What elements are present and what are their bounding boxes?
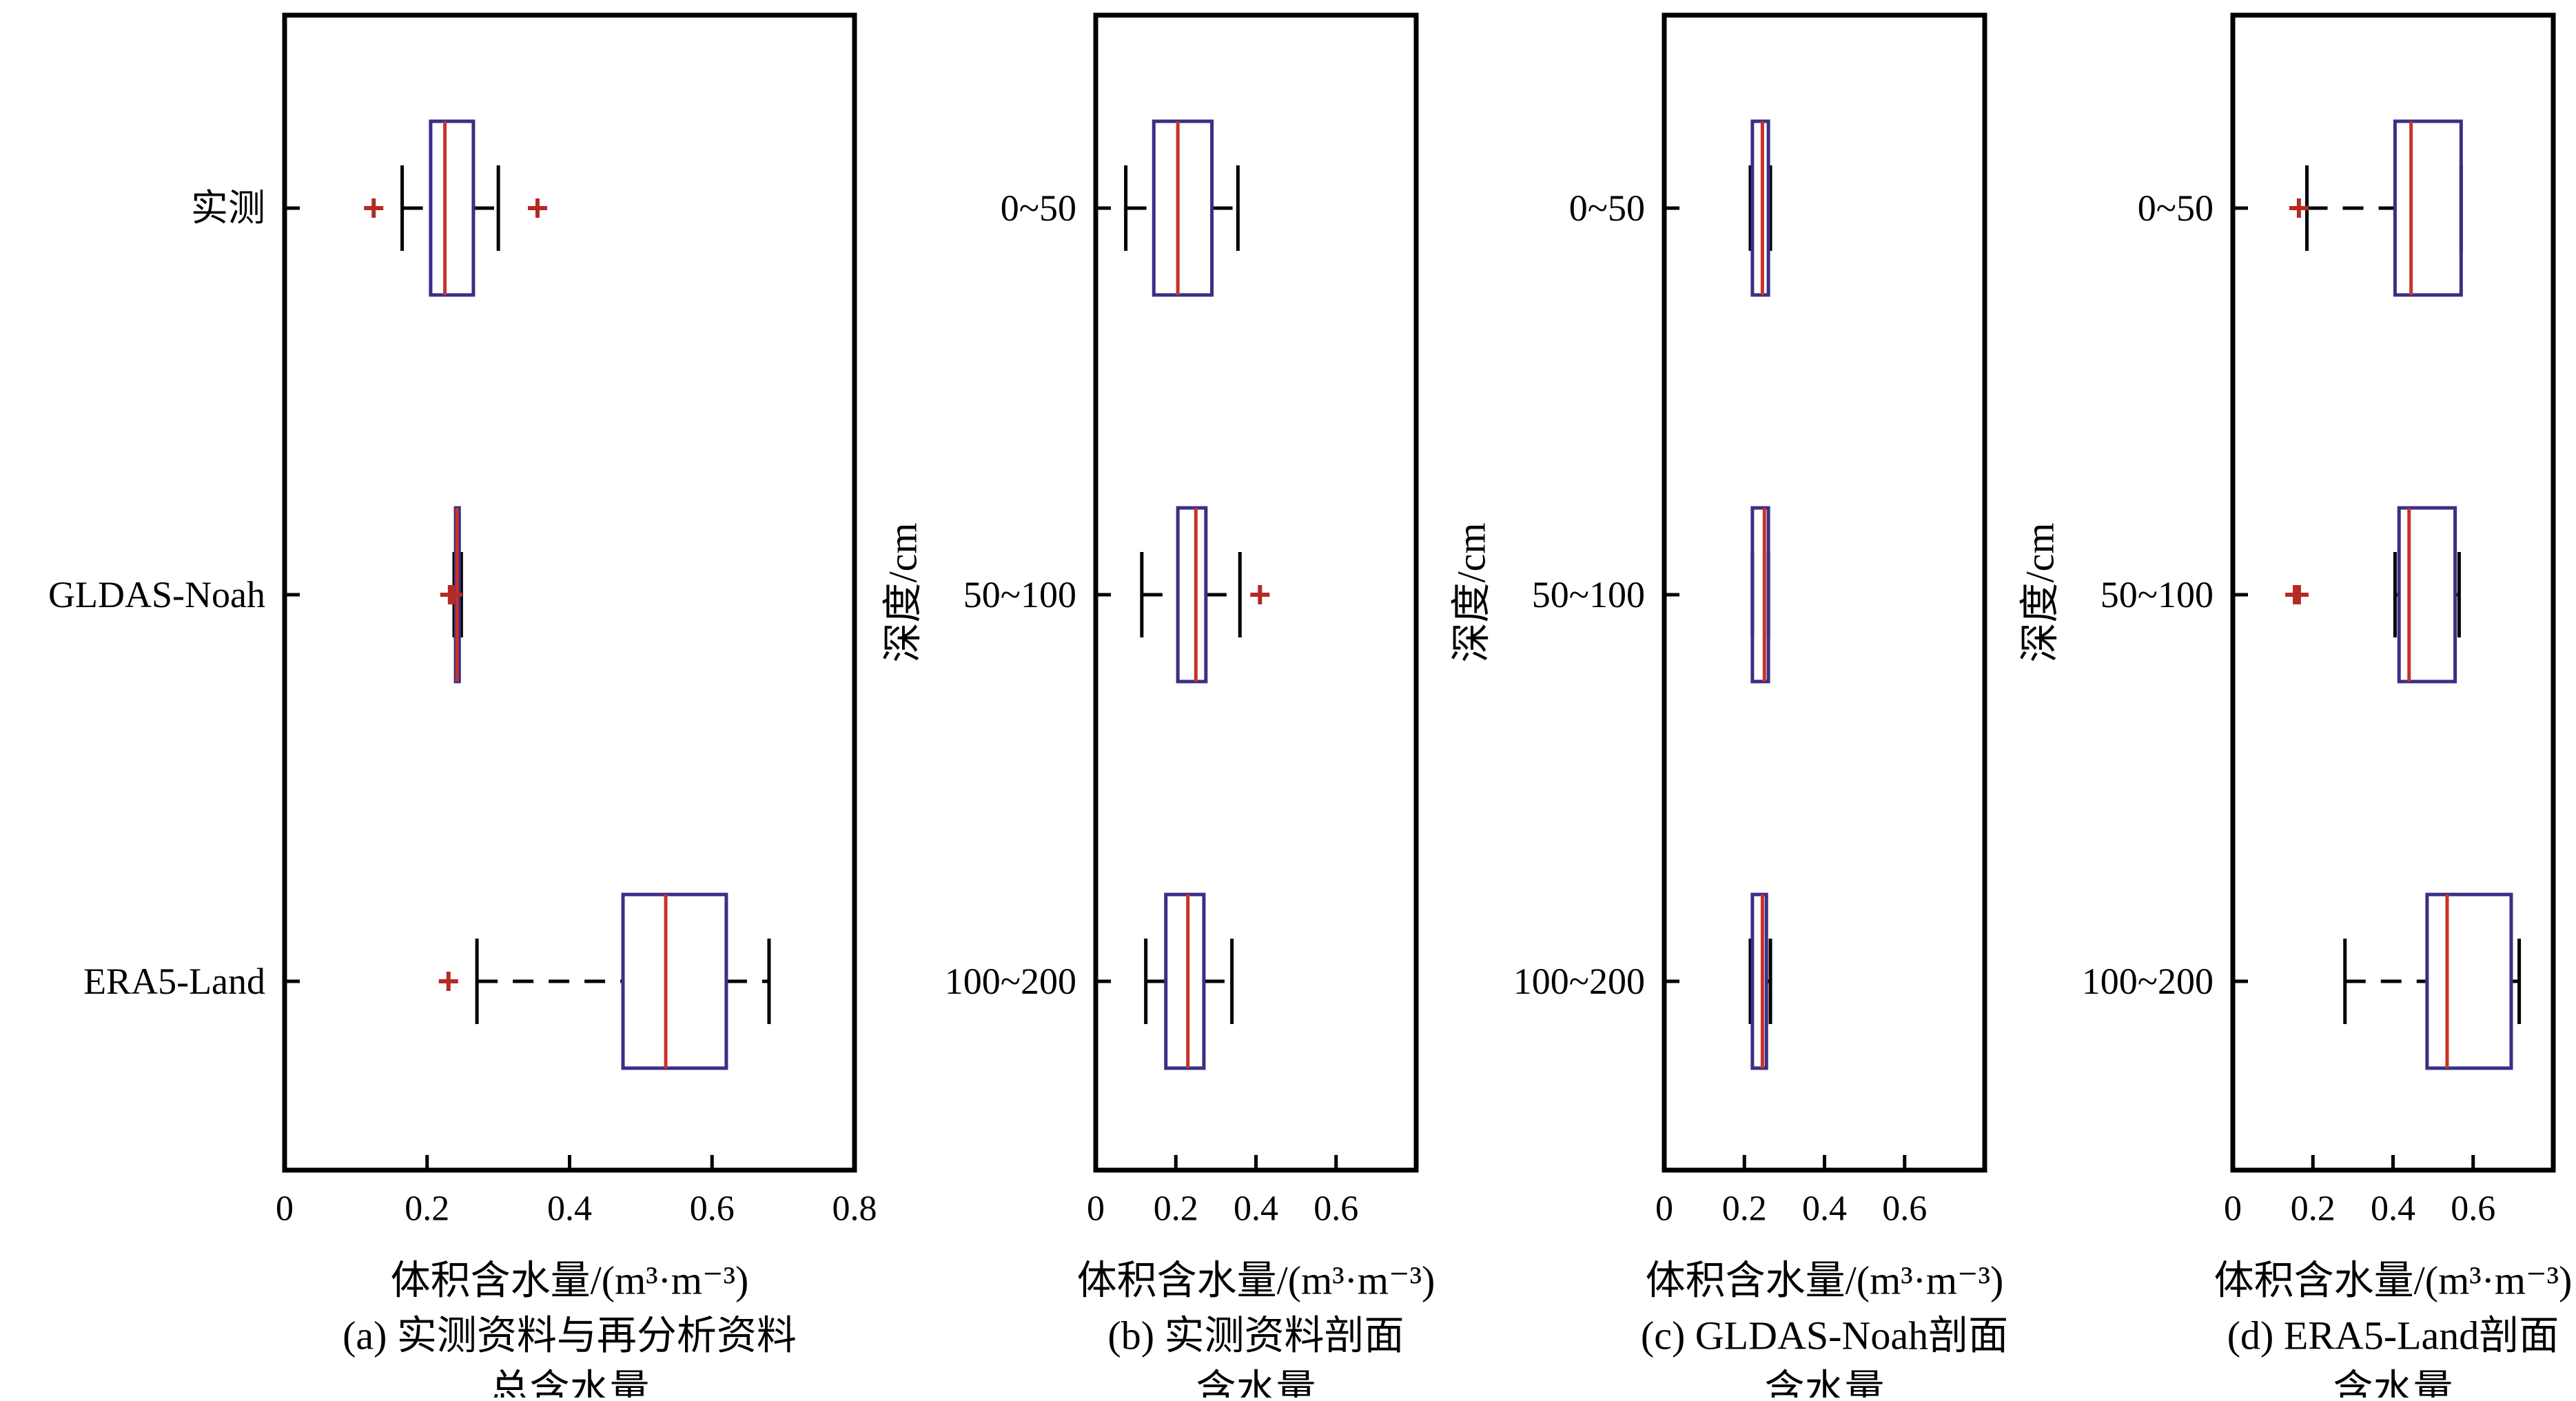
panel-caption: 含水量 (1196, 1367, 1316, 1398)
box-2 (440, 506, 463, 684)
y-tick-label: ERA5-Land (83, 961, 265, 1002)
panel-caption: 含水量 (2333, 1367, 2453, 1398)
x-tick-label: 0.2 (1722, 1189, 1767, 1229)
box-3 (2343, 892, 2522, 1070)
x-tick-label: 0 (2224, 1189, 2242, 1229)
y-axis-label: 深度/cm (881, 523, 926, 663)
box-3 (1144, 892, 1234, 1070)
iqr-box (621, 892, 728, 1070)
axes-frame (1662, 12, 1987, 1173)
panel-caption: (b) 实测资料剖面 (1107, 1313, 1404, 1358)
box-3 (438, 892, 771, 1070)
iqr-box (1152, 119, 1214, 297)
x-tick-label: 0.4 (2371, 1189, 2415, 1229)
iqr-box (1164, 892, 1206, 1070)
panel-caption: (d) ERA5-Land剖面 (2227, 1313, 2559, 1358)
x-tick-label: 0 (276, 1189, 294, 1229)
x-tick-label: 0.2 (1154, 1189, 1198, 1229)
iqr-box (1750, 119, 1770, 297)
y-tick-label: 100~200 (1513, 961, 1645, 1002)
iqr-box (2425, 892, 2513, 1070)
box-2 (1140, 506, 1270, 684)
x-axis-label: 体积含水量/(m³·m⁻³) (1077, 1258, 1435, 1303)
x-axis-label: 体积含水量/(m³·m⁻³) (391, 1258, 749, 1303)
box-1 (364, 119, 547, 297)
x-tick-label: 0.6 (690, 1189, 735, 1229)
axes-frame (2230, 12, 2556, 1173)
box-1 (1748, 119, 1772, 297)
x-tick-label: 0.6 (2451, 1189, 2495, 1229)
y-axis-label: 深度/cm (1449, 523, 1494, 663)
iqr-box (1750, 506, 1770, 684)
y-tick-label: 0~50 (1569, 187, 1645, 229)
y-tick-label: GLDAS-Noah (48, 574, 265, 615)
iqr-box (1176, 506, 1208, 684)
panel-caption: 含水量 (1764, 1367, 1884, 1398)
x-tick-label: 0.2 (2291, 1189, 2335, 1229)
outlier-marker (364, 198, 384, 218)
y-tick-label: 50~100 (1532, 574, 1645, 615)
y-tick-label: 50~100 (2100, 574, 2214, 615)
iqr-box (2397, 506, 2457, 684)
outlier-marker (438, 972, 458, 991)
box-2 (1750, 506, 1770, 684)
x-tick-label: 0.4 (1802, 1189, 1847, 1229)
iqr-box (429, 119, 476, 297)
x-tick-label: 0.4 (547, 1189, 592, 1229)
x-axis-label: 体积含水量/(m³·m⁻³) (1646, 1258, 2004, 1303)
panel-3: 0 0.2 0.4 0.6 0~50 50~100 100~200 体积含水量/(m³·m⁻³… (1449, 12, 2008, 1401)
outlier-marker (442, 585, 462, 604)
panel-2: 0 0.2 0.4 0.6 0~50 50~100 100~200 体积含水量/(m³·m⁻³… (881, 12, 1435, 1401)
x-tick-label: 0 (1087, 1189, 1105, 1229)
y-axis-label: 深度/cm (2018, 523, 2063, 663)
box-3 (1748, 892, 1772, 1070)
panel-caption: (a) 实测资料与再分析资料 (343, 1313, 797, 1358)
iqr-box (1750, 892, 1768, 1070)
outlier-marker (2289, 198, 2309, 218)
y-tick-label: 0~50 (2138, 187, 2214, 229)
y-tick-label: 实测 (191, 187, 265, 229)
iqr-box (2393, 119, 2463, 297)
x-tick-label: 0.4 (1234, 1189, 1278, 1229)
box-1 (1124, 119, 1240, 297)
x-axis-label: 体积含水量/(m³·m⁻³) (2214, 1258, 2573, 1303)
x-tick-label: 0.6 (1313, 1189, 1358, 1229)
panel-caption: 总含水量 (489, 1367, 649, 1398)
y-tick-label: 100~200 (2082, 961, 2214, 1002)
x-tick-label: 0.2 (405, 1189, 449, 1229)
y-tick-label: 0~50 (1001, 187, 1076, 229)
panel-4: 0 0.2 0.4 0.6 0~50 50~100 100~200 体积含水量/(m³·m⁻³… (2018, 12, 2573, 1401)
outlier-marker (2289, 585, 2309, 604)
x-tick-label: 0 (1655, 1189, 1673, 1229)
x-tick-label: 0.8 (832, 1189, 877, 1229)
outlier-marker (527, 198, 547, 218)
outlier-marker (1250, 585, 1270, 604)
box-2 (2285, 506, 2461, 684)
y-tick-label: 100~200 (945, 961, 1076, 1002)
panel-caption: (c) GLDAS-Noah剖面 (1641, 1313, 2008, 1358)
y-tick-label: 50~100 (963, 574, 1076, 615)
x-tick-label: 0.6 (1882, 1189, 1927, 1229)
box-1 (2289, 119, 2463, 297)
